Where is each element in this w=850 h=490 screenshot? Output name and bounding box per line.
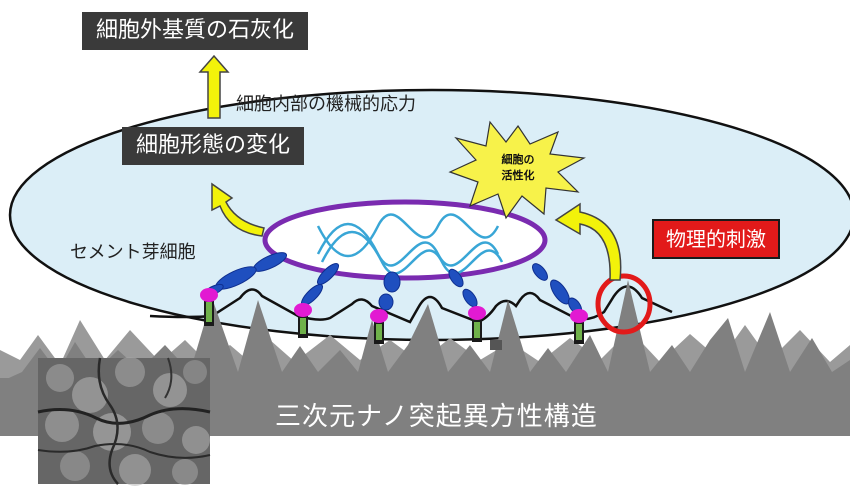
surface-chip xyxy=(490,340,502,350)
starburst-icon xyxy=(448,120,586,220)
receptors xyxy=(200,288,588,344)
mechanical-stress-label: 細胞内部の機械的応力 xyxy=(236,94,416,115)
activation-label: 細胞の 活性化 xyxy=(486,152,550,184)
nano-structure-label: 三次元ナノ突起異方性構造 xyxy=(275,402,598,432)
dna-helix xyxy=(316,213,504,275)
nucleus xyxy=(262,199,548,281)
morphology-change-label: 細胞形態の変化 xyxy=(122,127,305,165)
cementoblast-label: セメント芽細胞 xyxy=(70,242,196,263)
physical-stimulus-label: 物理的刺激 xyxy=(652,219,780,259)
curved-arrow-icon xyxy=(211,182,265,237)
sem-photo xyxy=(37,357,211,486)
mineralization-label: 細胞外基質の石灰化 xyxy=(82,12,309,50)
activation-label-line2: 活性化 xyxy=(501,169,535,182)
curved-arrow-icon xyxy=(554,202,622,281)
up-arrow-icon xyxy=(198,54,230,119)
highlight-circle-icon xyxy=(595,273,653,335)
activation-label-line1: 細胞の xyxy=(501,153,535,166)
